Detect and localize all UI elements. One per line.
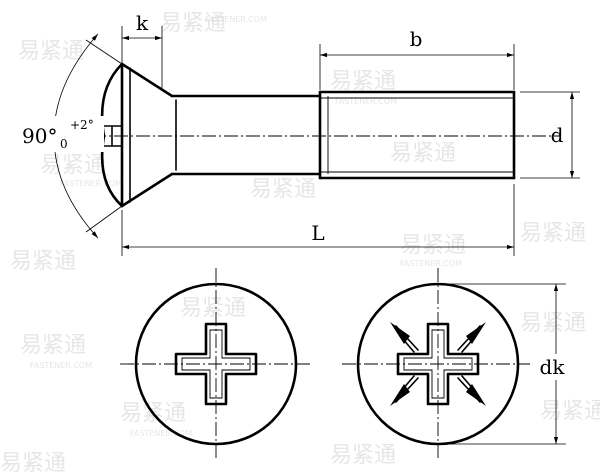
d-label: d	[551, 123, 564, 147]
angle-extension-top	[85, 39, 123, 65]
b-label: b	[410, 27, 423, 51]
phillips-head-view	[120, 268, 312, 460]
dk-label-background	[530, 354, 574, 380]
watermark-sub: FASTENER.COM	[335, 97, 397, 106]
watermark-sub: FASTENER.COM	[400, 259, 462, 268]
dk-dimension: dk	[438, 283, 574, 445]
side-dimensions: k b d L 90° +2° 0	[20, 11, 580, 256]
watermark: 易紧通	[0, 451, 66, 474]
watermark: 易紧通	[400, 233, 466, 258]
watermark-sub: FASTENER.COM	[205, 15, 267, 24]
pozidriv-recess-icon	[390, 322, 486, 406]
dk-label: dk	[540, 355, 566, 379]
watermark: 易紧通	[330, 443, 396, 468]
angle-label-background	[20, 116, 104, 152]
pozidriv-head-view	[342, 268, 534, 460]
watermark: 易紧通	[520, 221, 586, 246]
watermark-sub: FASTENER.COM	[60, 179, 122, 188]
watermark: 易紧通	[10, 249, 76, 274]
angle-label: 90°	[22, 124, 57, 148]
phillips-recess-icon	[174, 322, 258, 406]
watermark: 易紧通	[40, 153, 106, 178]
watermark: 易紧通	[18, 39, 84, 64]
watermark: 易紧通	[160, 11, 226, 36]
watermark: 易紧通	[390, 141, 456, 166]
watermark: 易紧通	[250, 177, 316, 202]
watermark-group: 易紧通 易紧通 易紧通 易紧通 易紧通 易紧通 易紧通 易紧通 易紧通 易紧通 …	[0, 11, 600, 474]
watermark: 易紧通	[20, 333, 86, 358]
angle-tol-lower: 0	[60, 137, 68, 151]
watermark: 易紧通	[330, 69, 396, 94]
angle-tol-upper: +2°	[70, 118, 94, 132]
L-label: L	[311, 221, 324, 245]
watermark-sub: FASTENER.COM	[130, 429, 192, 438]
watermark: 易紧通	[520, 311, 586, 336]
k-label: k	[136, 11, 149, 35]
screw-side-view	[92, 62, 560, 208]
watermark: 易紧通	[180, 296, 246, 321]
watermark-sub: FASTENER.COM	[30, 361, 92, 370]
watermark: 易紧通	[540, 399, 600, 424]
angle-extension-bottom	[85, 205, 123, 233]
